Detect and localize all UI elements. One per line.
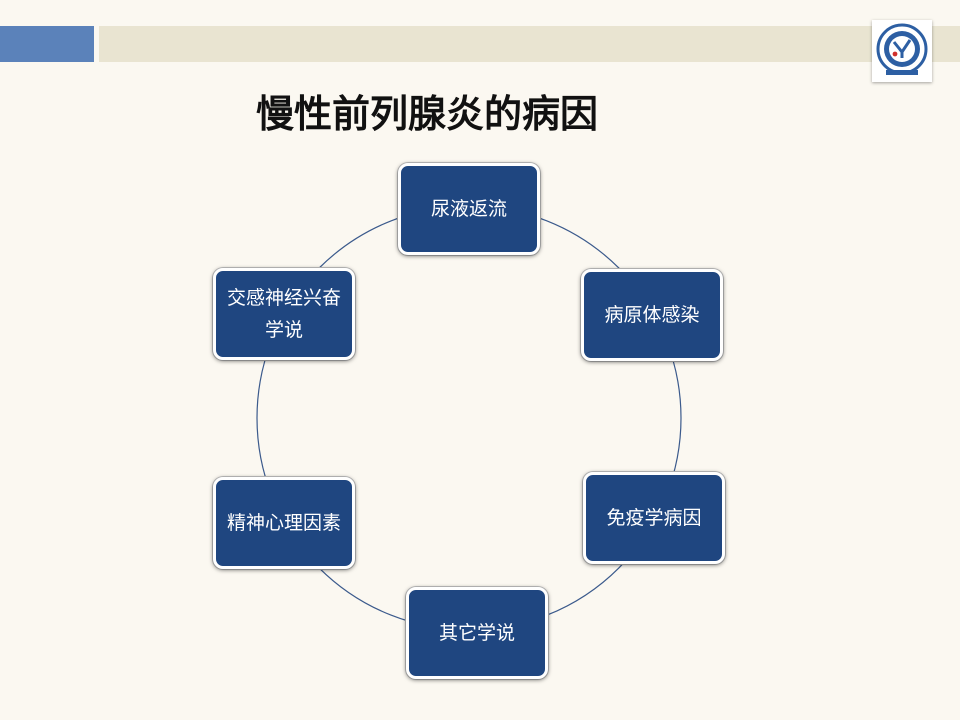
node-other-theories: 其它学说 bbox=[406, 587, 548, 679]
page-title: 慢性前列腺炎的病因 bbox=[256, 92, 599, 136]
node-psychological-factors: 精神心理因素 bbox=[213, 477, 355, 569]
node-immunological-cause: 免疫学病因 bbox=[583, 472, 725, 564]
node-sympathetic-excitation: 交感神经兴奋学说 bbox=[213, 268, 355, 360]
node-urine-reflux: 尿液返流 bbox=[398, 163, 540, 255]
school-emblem-icon bbox=[872, 20, 932, 82]
node-pathogen-infection: 病原体感染 bbox=[581, 269, 723, 361]
header-accent-bar bbox=[0, 26, 94, 62]
header-bar bbox=[99, 26, 960, 62]
